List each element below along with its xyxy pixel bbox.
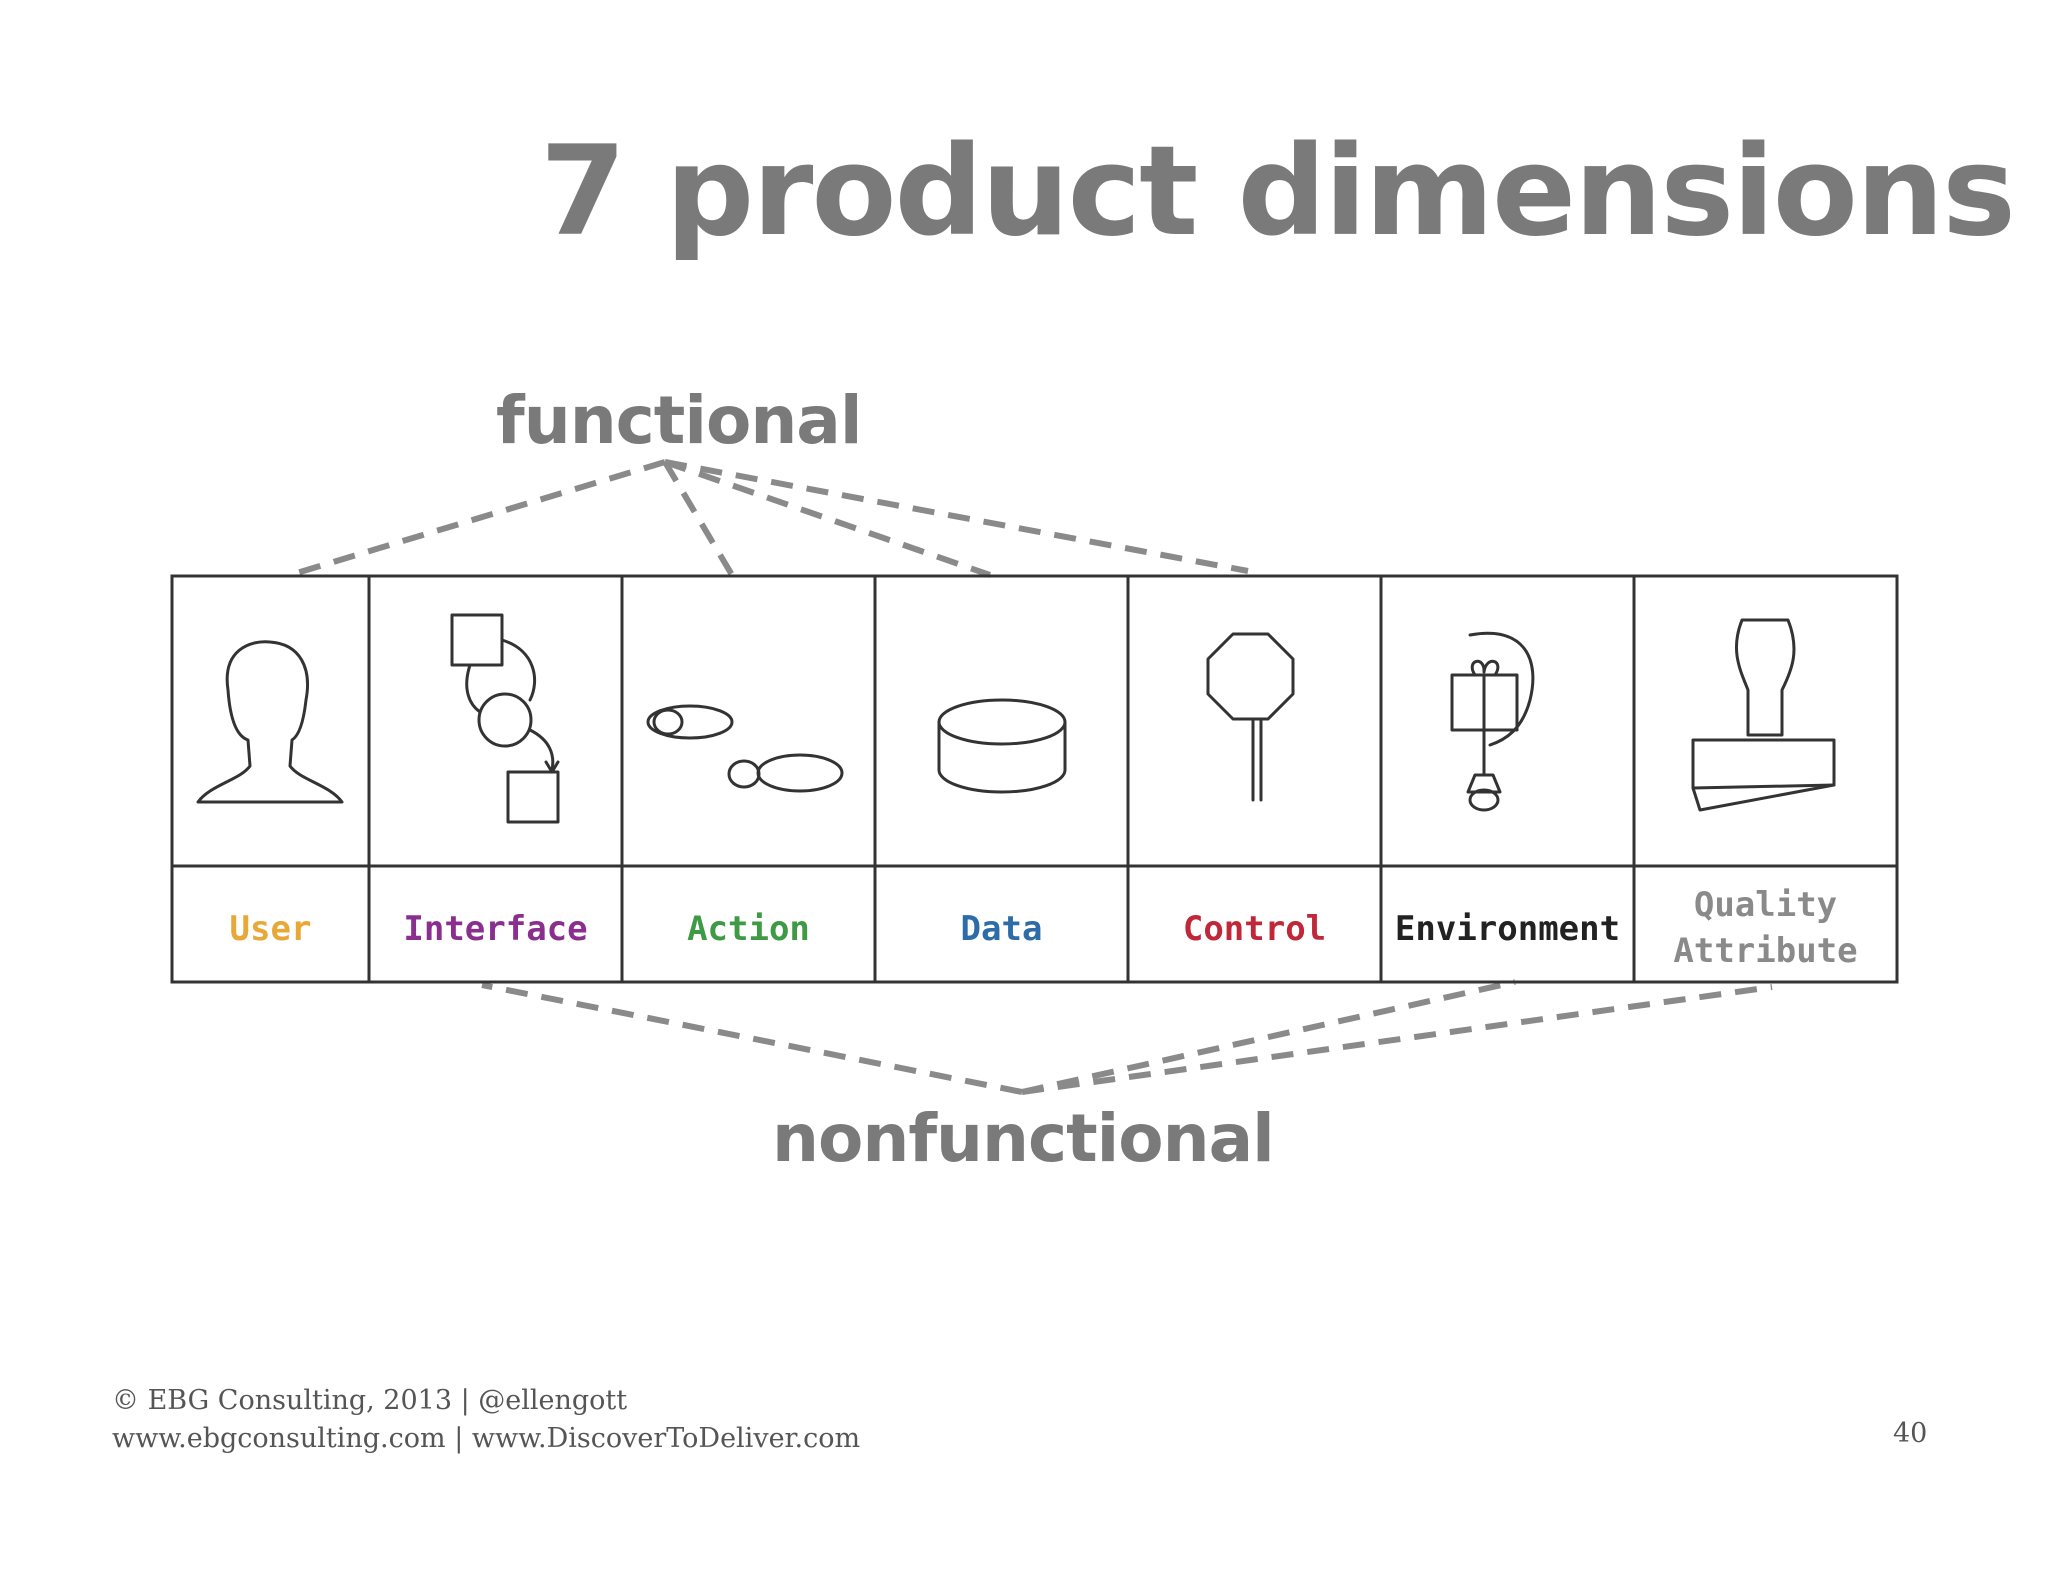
flow-shapes-icon	[450, 613, 560, 824]
dimension-label-control: Control	[1183, 909, 1326, 949]
dimension-label-environment: Environment	[1395, 909, 1620, 949]
connector-data	[664, 459, 991, 578]
connector-user	[289, 459, 666, 578]
connector-environment	[1021, 979, 1516, 1095]
connector-quality	[1021, 984, 1773, 1095]
dimensions-table	[170, 574, 1899, 984]
stop-sign-icon	[1206, 632, 1295, 802]
dimension-label-quality: Quality	[1694, 885, 1837, 925]
gift-clamp-icon	[1450, 631, 1535, 812]
slide-title: 7 product dimensions	[540, 120, 2016, 264]
page-number: 40	[1893, 1418, 1928, 1449]
nonfunctional-connectors	[481, 979, 1773, 1095]
connector-action	[662, 460, 735, 577]
dimension-label-interface: Interface	[403, 909, 587, 949]
database-cylinder-icon	[937, 698, 1067, 794]
dimension-label-user: User	[230, 909, 312, 949]
table-border	[170, 574, 1899, 984]
rubber-stamp-icon	[1691, 618, 1836, 812]
copyright-line: © EBG Consulting, 2013 | @ellengott	[112, 1385, 628, 1416]
dimension-label-data: Data	[961, 909, 1043, 949]
dimension-label-action: Action	[687, 909, 810, 949]
functional-connectors	[289, 459, 1249, 578]
footprints-icon	[646, 704, 844, 793]
head-silhouette-icon	[196, 640, 344, 804]
footer: © EBG Consulting, 2013 | @ellengott www.…	[112, 1382, 860, 1458]
connector-control	[664, 459, 1249, 574]
dimension-label-quality: Attribute	[1673, 931, 1857, 971]
nonfunctional-label: nonfunctional	[772, 1100, 1275, 1177]
functional-label: functional	[496, 382, 862, 459]
website-line: www.ebgconsulting.com | www.DiscoverToDe…	[112, 1423, 861, 1454]
connector-interface	[481, 982, 1023, 1095]
